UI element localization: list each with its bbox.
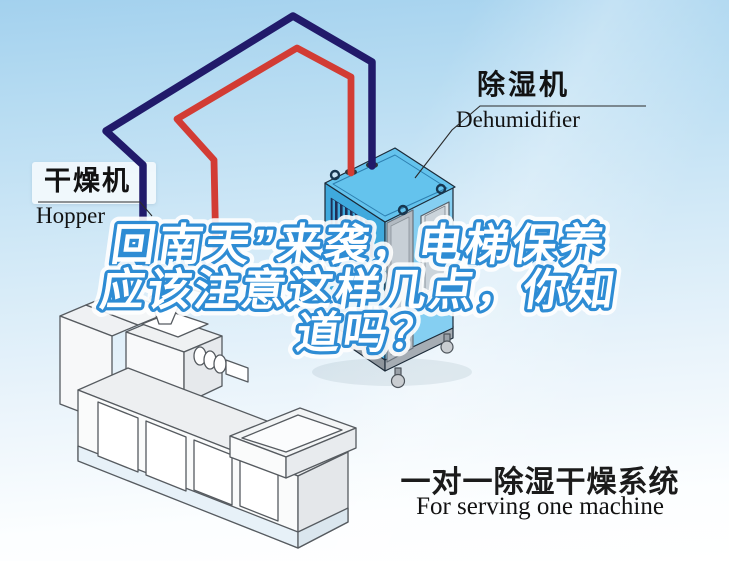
dehumidifier-label-zh: 除湿机: [477, 70, 571, 101]
hopper-label-zh: 干燥机: [44, 166, 131, 196]
dehumidifier-label-en: Dehumidifier: [456, 107, 580, 132]
tagline-zh: 一对一除湿干燥系统: [400, 466, 680, 499]
tagline-en: For serving one machine: [416, 493, 664, 520]
hopper-label-en: Hopper: [36, 203, 105, 228]
